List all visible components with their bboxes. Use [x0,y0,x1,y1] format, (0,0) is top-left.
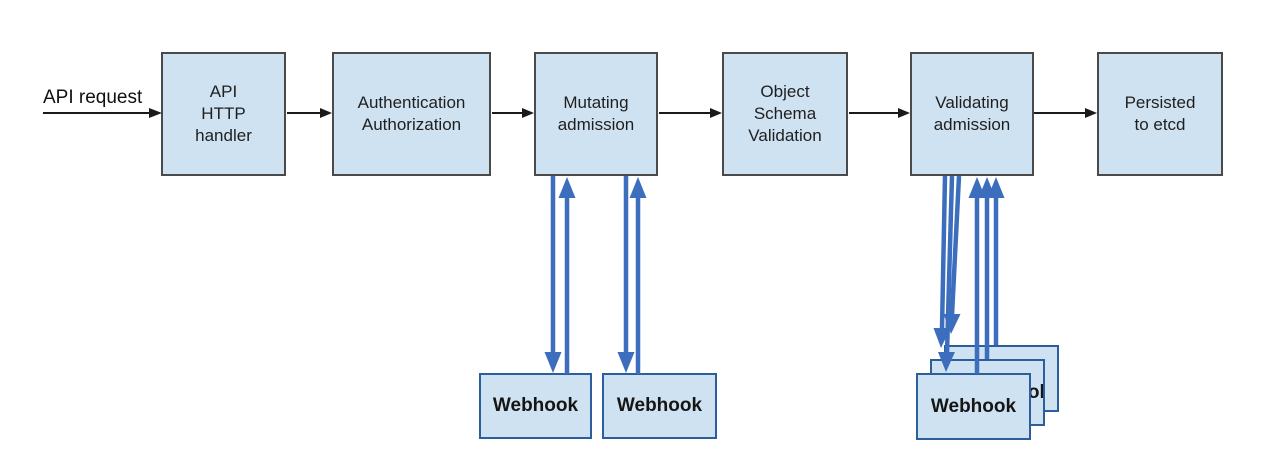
arrow-mutating-to-webhook1-down [544,176,562,373]
stage-box-persisted-to-etcd: Persisted to etcd [1097,52,1223,176]
arrow-validating-to-webhooks-down-2 [933,175,951,348]
arrow-webhook2-to-mutating-up [629,177,647,374]
webhook-label-validating-front: Webhook [930,395,1017,417]
arrow-api-request-in [43,108,162,118]
stage-label-validating-admission: Validating admission [933,93,1011,134]
arrow-validating-to-webhooks-down-1 [943,175,962,334]
stage-label-api-http-handler: API HTTP handler [195,82,252,145]
arrow-validating-to-etcd [1034,108,1097,118]
arrow-webhook1-to-mutating-up [558,177,576,374]
stage-box-authentication-authorization: Authentication Authorization [332,52,491,176]
arrow-mutating-to-webhook2-down [617,176,635,373]
arrow-validating-to-webhooks-down-3 [938,175,955,372]
api-request-label: API request [43,87,143,108]
arrow-webhooks-to-validating-up-2 [978,177,996,359]
webhook-label-mutating-2: Webhook [616,395,703,416]
webhook-box-mutating-2: Webhook [602,373,717,439]
stage-box-api-http-handler: API HTTP handler [161,52,286,176]
webhook-label-mutating-1: Webhook [492,395,579,416]
stage-label-persisted-to-etcd: Persisted to etcd [1124,93,1196,134]
webhook-box-mutating-1: Webhook [479,373,592,439]
stage-label-authentication-authorization: Authentication Authorization [357,93,466,134]
arrow-schema-to-validating [849,108,910,118]
webhook-box-validating-front: Webhook [916,373,1031,440]
stage-box-mutating-admission: Mutating admission [534,52,658,176]
stage-box-validating-admission: Validating admission [910,52,1034,176]
stage-label-object-schema-validation: Object Schema Validation [748,82,822,145]
arrow-mutating-to-schema [659,108,722,118]
arrow-auth-to-mutating [492,108,534,118]
stage-label-mutating-admission: Mutating admission [557,93,635,134]
arrow-webhooks-to-validating-up-3 [987,177,1005,345]
stage-box-object-schema-validation: Object Schema Validation [722,52,848,176]
arrow-handler-to-auth [287,108,332,118]
